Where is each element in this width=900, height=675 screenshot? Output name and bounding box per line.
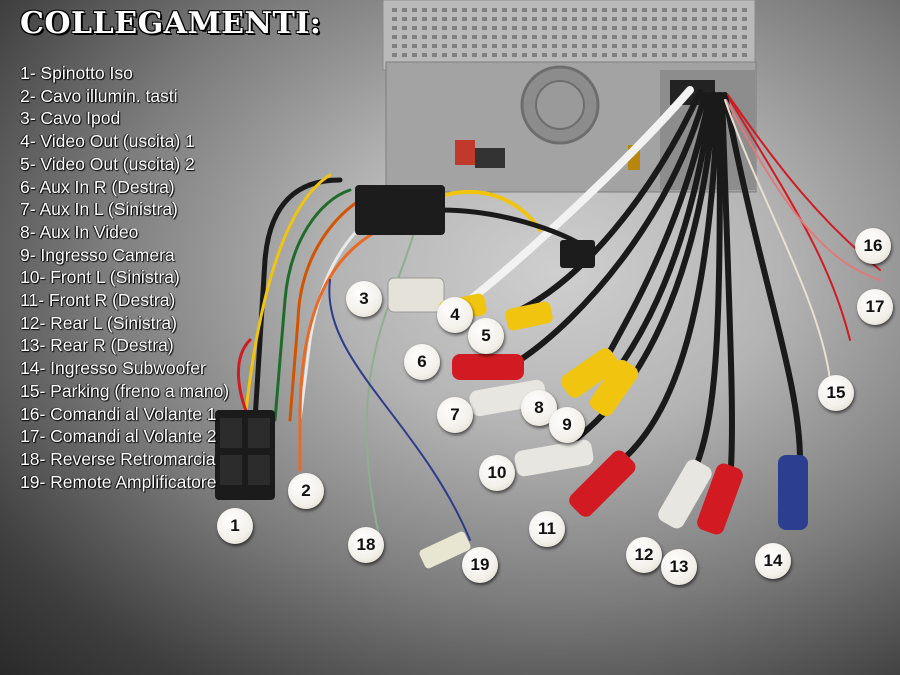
badge-13: 13 — [661, 549, 697, 585]
vent-holes — [392, 8, 747, 57]
harness-wires — [236, 86, 881, 541]
legend-item: 11- Front R (Destra) — [20, 290, 176, 311]
legend-item: 5- Video Out (uscita) 2 — [20, 153, 195, 174]
badge-18: 18 — [348, 527, 384, 563]
badge-3: 3 — [346, 281, 382, 317]
small-connector — [560, 240, 595, 268]
badge-12: 12 — [626, 537, 662, 573]
legend-item: 1- Spinotto Iso — [20, 63, 133, 83]
legend-item: 3- Cavo Ipod — [20, 108, 121, 129]
legend-item: 9- Ingresso Camera — [20, 244, 175, 265]
badge-11: 11 — [529, 511, 565, 547]
legend-item: 13- Rear R (Destra) — [20, 335, 174, 356]
legend-item: 4- Video Out (uscita) 1 — [20, 131, 195, 152]
badge-6: 6 — [404, 344, 440, 380]
legend-item: 17- Comandi al Volante 2 — [20, 426, 217, 447]
badge-15: 15 — [818, 375, 854, 411]
badge-10: 10 — [479, 455, 515, 491]
legend-item: 19- Remote Amplificatore — [20, 471, 217, 492]
legend-item: 7- Aux In L (Sinistra) — [20, 199, 178, 220]
legend-item: 14- Ingresso Subwoofer — [20, 358, 206, 379]
legend-item: 12- Rear L (Sinistra) — [20, 312, 177, 333]
legend-item: 15- Parking (freno a mano) — [20, 380, 230, 401]
badge-5: 5 — [468, 318, 504, 354]
harness-connector — [355, 185, 445, 235]
legend-item: 2- Cavo illumin. tasti — [20, 85, 178, 106]
legend-item: 8- Aux In Video — [20, 221, 139, 242]
badge-19: 19 — [462, 547, 498, 583]
legend-item: 10- Front L (Sinistra) — [20, 267, 180, 288]
page-title: COLLEGAMENTI: — [20, 6, 322, 41]
badge-2: 2 — [288, 473, 324, 509]
badge-4: 4 — [437, 297, 473, 333]
badge-9: 9 — [549, 407, 585, 443]
badge-7: 7 — [437, 397, 473, 433]
badge-16: 16 — [855, 228, 891, 264]
badge-14: 14 — [755, 543, 791, 579]
badge-17: 17 — [857, 289, 893, 325]
legend-item: 6- Aux In R (Destra) — [20, 176, 175, 197]
badge-1: 1 — [217, 508, 253, 544]
legend-item: 18- Reverse Retromarcia — [20, 448, 216, 469]
legend-item: 16- Comandi al Volante 1 — [20, 403, 217, 424]
